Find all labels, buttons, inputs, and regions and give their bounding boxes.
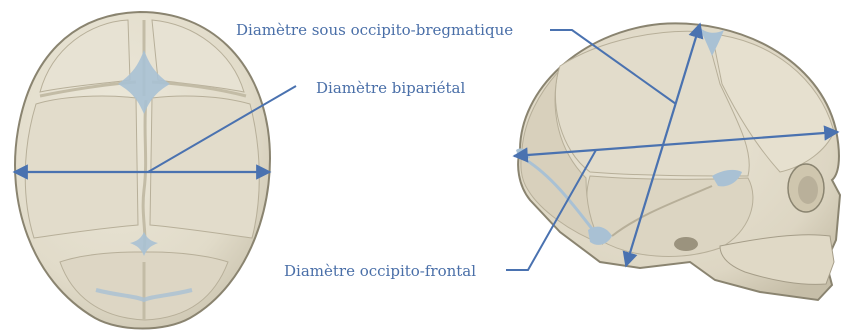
skull-side-view	[516, 23, 840, 300]
orbit-inner	[798, 176, 818, 204]
parietal-plate-left	[25, 96, 138, 238]
ear-canal	[674, 237, 698, 251]
occipito-frontal-label: Diamètre occipito-frontal	[284, 262, 476, 280]
biparietal-label: Diamètre bipariétal	[316, 79, 465, 97]
suboccipito-bregmatic-label: Diamètre sous occipito-bregmatique	[236, 21, 513, 39]
